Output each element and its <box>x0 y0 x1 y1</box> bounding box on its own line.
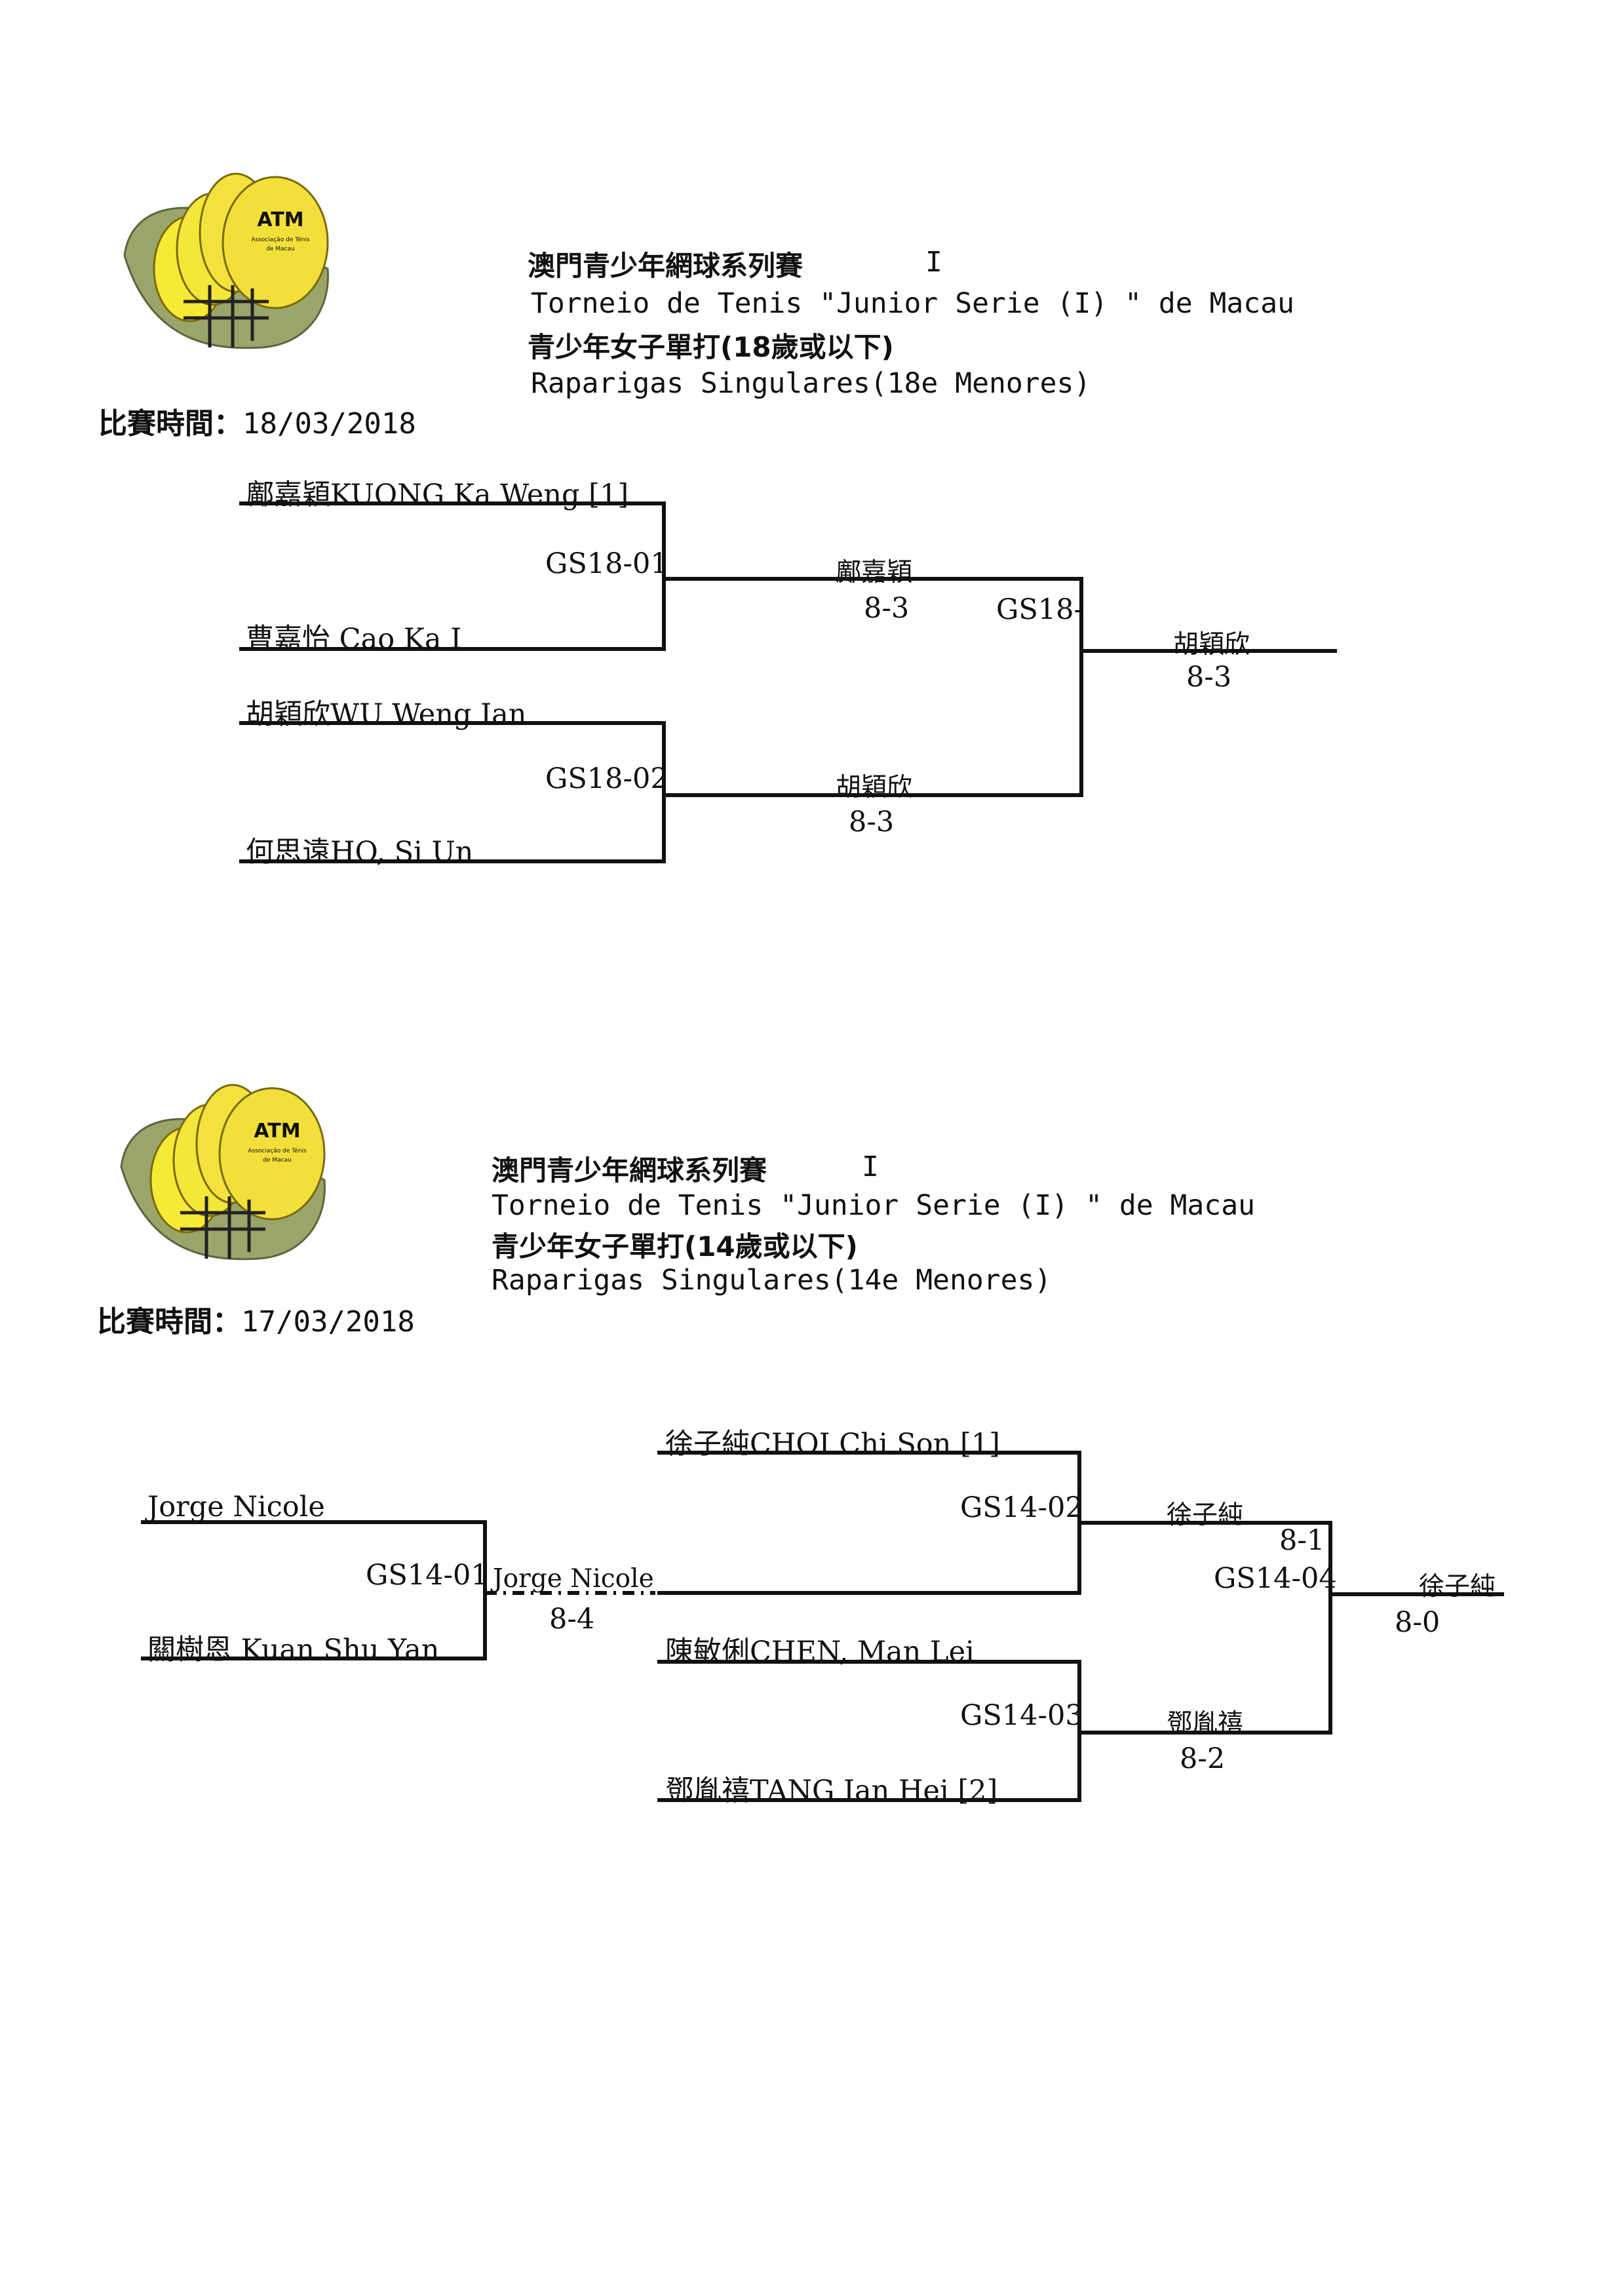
event-title-latin: Raparigas Singulares(18e Menores) <box>531 367 1091 400</box>
bracket-player: 徐子純CHOI Chi Son [1] <box>665 1428 1000 1461</box>
match-winner: 徐子純 <box>1167 1501 1244 1530</box>
date-label: 比賽時間： <box>97 1305 241 1339</box>
bracket-player: 曹嘉怡 Cao Ka I <box>246 623 462 656</box>
match-code: GS18-01 <box>545 547 668 580</box>
series-title-zh: 澳門青少年網球系列賽 <box>492 1154 767 1187</box>
bracket-player: 胡穎欣WU Weng Ian <box>246 698 527 731</box>
match-code: GS14-04 <box>1214 1562 1337 1595</box>
event-title-zh: 青少年女子單打(18歲或以下) <box>528 331 894 363</box>
match-code: GS14-03 <box>960 1699 1083 1732</box>
series-roman-numeral: I <box>925 246 942 279</box>
logo-text-name: Associação de Ténis <box>248 1147 307 1154</box>
bracket-player: 陳敏俐CHEN, Man Lei <box>665 1636 975 1668</box>
bracket-u18 <box>239 501 1337 863</box>
event-title-zh: 青少年女子單打(14歲或以下) <box>492 1230 858 1263</box>
association-logo: ATM Associação de Ténis de Macau <box>123 172 329 349</box>
match-winner: 胡穎欣 <box>1173 630 1250 659</box>
match-winner: Jorge Nicole <box>493 1564 654 1594</box>
bracket-player: 關樹恩 Kuan Shu Yan <box>147 1634 440 1666</box>
logo-text-name: Associação de Ténis <box>251 236 310 243</box>
series-roman-numeral: I <box>862 1150 879 1183</box>
match-code: GS18- <box>996 593 1084 626</box>
match-score: 8-3 <box>1186 661 1232 694</box>
date-value: 17/03/2018 <box>241 1305 415 1339</box>
event-title-latin: Raparigas Singulares(14e Menores) <box>492 1264 1052 1297</box>
logo-text-abbrev: ATM <box>254 1120 300 1143</box>
bracket-u14 <box>141 1451 1504 1802</box>
match-winner: 胡穎欣 <box>836 773 913 802</box>
match-score: 8-4 <box>549 1603 595 1636</box>
match-winner: 鄧胤禧 <box>1167 1709 1244 1738</box>
date-label: 比賽時間： <box>98 407 242 441</box>
logo-text-place: de Macau <box>266 246 295 252</box>
series-title-latin: Torneio de Tenis "Junior Serie (I) " de … <box>531 287 1294 320</box>
match-score: 8-3 <box>864 592 910 625</box>
date-value: 18/03/2018 <box>242 407 416 441</box>
match-winner: 徐子純 <box>1419 1572 1496 1601</box>
bracket-player: 何思遠HO, Si Un <box>246 836 474 869</box>
association-logo: ATM Associação de Ténis de Macau <box>120 1084 326 1261</box>
series-title-latin: Torneio de Tenis "Junior Serie (I) " de … <box>492 1189 1255 1222</box>
bracket-player: 鄺嘉穎KUONG Ka Weng [1] <box>246 479 629 511</box>
logo-text-abbrev: ATM <box>257 208 303 231</box>
bracket-player: 鄧胤禧TANG Ian Hei [2] <box>665 1775 998 1807</box>
match-code: GS18-02 <box>545 762 668 795</box>
match-score: 8-2 <box>1180 1742 1226 1775</box>
match-date: 比賽時間：18/03/2018 <box>98 400 416 442</box>
series-title-zh: 澳門青少年網球系列賽 <box>528 250 803 282</box>
match-score: 8-1 <box>1279 1524 1325 1557</box>
match-winner: 鄺嘉穎 <box>836 558 913 587</box>
match-code: GS14-02 <box>960 1491 1083 1524</box>
match-score: 8-0 <box>1395 1606 1440 1639</box>
match-date: 比賽時間：17/03/2018 <box>97 1298 415 1340</box>
bracket-player: Jorge Nicole <box>147 1491 325 1523</box>
match-score: 8-3 <box>849 806 895 838</box>
logo-text-place: de Macau <box>263 1157 292 1164</box>
match-code: GS14-01 <box>366 1559 489 1592</box>
